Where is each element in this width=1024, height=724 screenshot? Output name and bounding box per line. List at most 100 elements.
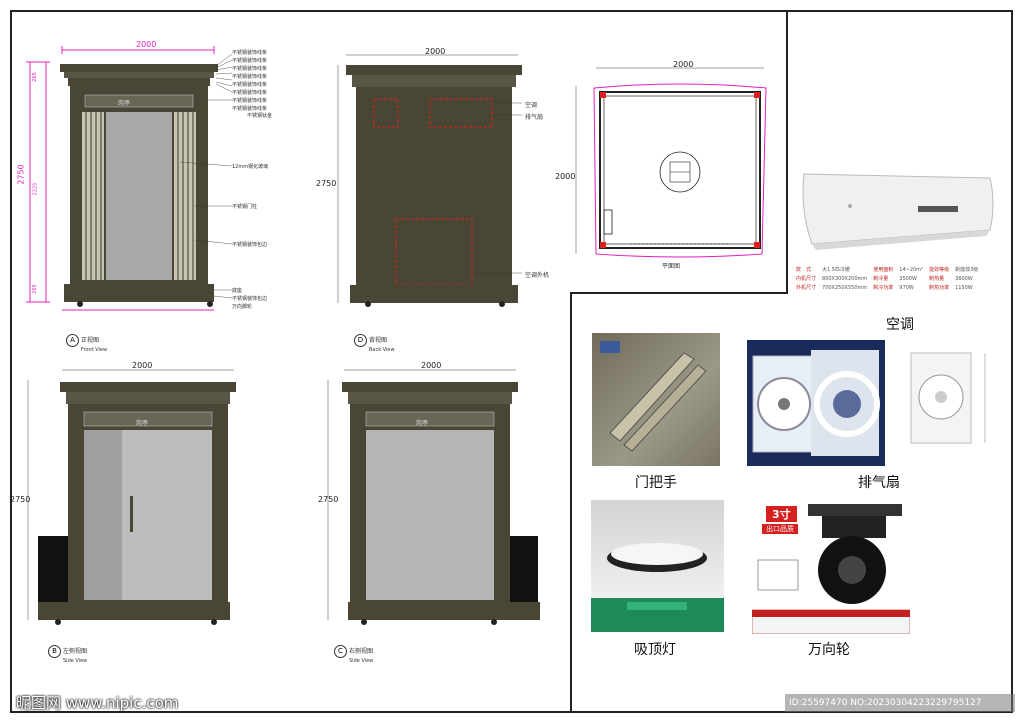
spec-value: 新能效3级 <box>955 267 979 273</box>
front-sign: 岗亭 <box>118 100 131 107</box>
callout: 不锈钢装饰包边 <box>232 242 268 248</box>
caption-letter: D <box>354 334 367 347</box>
callout: 不锈钢装饰线条 <box>232 106 268 112</box>
ac-unit-image <box>802 173 994 250</box>
callout: 不锈钢装饰包边 <box>232 296 268 302</box>
callout-fan: 排气扇 <box>525 114 544 121</box>
spec-key: 内机尺寸 <box>796 276 817 282</box>
plan-width-dim: 2000 <box>673 60 694 69</box>
caption-en: Side View <box>349 658 374 664</box>
handle-label: 门把手 <box>635 475 677 491</box>
table-row: 内机尺寸 800X300X200mm 制冷量 3500W 制热量 3800W <box>793 274 981 283</box>
spec-key: 款 式 <box>796 267 812 273</box>
spec-value: 大1.5匹冷暖 <box>822 267 850 273</box>
caption-cn: 正视图 <box>81 337 100 344</box>
spec-value: 800X300X200mm <box>822 275 868 282</box>
caption-letter: A <box>66 334 79 347</box>
light-image <box>591 543 724 632</box>
callout: 不锈钢门柱 <box>232 204 258 210</box>
wheel-sub-badge: 出口品质 <box>762 524 798 534</box>
front-inner-dim: 2225 <box>32 182 39 196</box>
front-callouts: 不锈钢装饰线条 不锈钢装饰线条 不锈钢装饰线条 不锈钢装饰线条 不锈钢装饰线条 … <box>232 49 267 113</box>
front-bottom-dim: 265 <box>31 284 38 294</box>
plan-height-dim: 2000 <box>555 172 576 181</box>
side-right-sign: 岗亭 <box>416 420 429 427</box>
ac-spec-table: 款 式 大1.5匹冷暖 使用面积 14~20m² 能效等级 新能效3级 内机尺寸… <box>793 265 981 292</box>
caption-cn: 背视图 <box>369 337 388 344</box>
spec-value: 700X250X550mm <box>822 284 868 291</box>
callout: 不锈钢装饰线条 <box>232 82 268 88</box>
spec-key: 制冷功率 <box>873 285 894 291</box>
side-left-height-dim: 2750 <box>10 495 31 504</box>
callout: 不锈钢装饰线条 <box>232 58 268 64</box>
spec-key: 制热功率 <box>929 285 950 291</box>
side-left-sign: 岗亭 <box>136 420 149 427</box>
fan-dimension-photo <box>893 335 1003 461</box>
divider-horizontal <box>570 292 788 294</box>
front-width-dim: 2000 <box>136 40 157 49</box>
fan-dimension-image <box>910 352 986 444</box>
wheel-photo: 3寸 出口品质 <box>752 500 910 634</box>
spec-key: 外机尺寸 <box>796 285 817 291</box>
side-right-height-dim: 2750 <box>318 495 339 504</box>
callout-ac-unit: 空调外机 <box>525 272 550 279</box>
watermark-site: 昵图网 www.nipic.com <box>16 694 179 712</box>
callout: 不锈钢装饰线条 <box>232 66 268 72</box>
spec-key: 能效等级 <box>929 267 950 273</box>
fan-photo <box>747 340 885 466</box>
light-label: 吸顶灯 <box>634 642 676 658</box>
spec-key: 制冷量 <box>873 276 889 282</box>
caption-cn: 右侧视图 <box>349 648 374 655</box>
table-row: 款 式 大1.5匹冷暖 使用面积 14~20m² 能效等级 新能效3级 <box>793 265 981 274</box>
handle-image <box>600 341 707 452</box>
plan-caption: 平面图 <box>662 263 681 270</box>
callout: 万向脚轮 <box>232 304 253 310</box>
callout: 不锈钢装饰线条 <box>232 90 268 96</box>
divider-vertical-bottom <box>570 292 572 713</box>
plan-view-drawing <box>575 67 767 258</box>
callout: 12mm钢化玻璃 <box>232 164 269 170</box>
spec-value: 1150W <box>955 284 973 291</box>
handle-photo <box>592 333 720 466</box>
callout: 不锈钢装饰线条 <box>232 98 268 104</box>
spec-value: 970W <box>899 284 914 291</box>
wheel-badge: 3寸 <box>766 506 797 522</box>
caption-letter: B <box>48 645 61 658</box>
callout: 不锈钢装饰线条 <box>232 74 268 80</box>
light-photo <box>591 500 724 632</box>
callout: 底座 <box>232 288 243 294</box>
spec-value: 3500W <box>899 275 917 282</box>
wheel-label: 万向轮 <box>808 642 850 658</box>
side-left-drawing <box>27 369 236 625</box>
back-height-dim: 2750 <box>316 179 337 188</box>
side-left-width-dim: 2000 <box>132 361 153 370</box>
sheet-border <box>10 10 1013 713</box>
side-right-drawing <box>327 369 540 625</box>
ac-label: 空调 <box>886 317 914 333</box>
callout: 不锈钢钛金 <box>247 113 273 119</box>
spec-key: 使用面积 <box>873 267 894 273</box>
caption-en: Front View <box>81 347 108 353</box>
spec-value: 3800W <box>955 275 973 282</box>
caption-cn: 左侧视图 <box>63 648 88 655</box>
caption-en: Side View <box>63 658 88 664</box>
fan-label: 排气扇 <box>858 475 900 491</box>
callout-ac: 空调 <box>525 102 538 109</box>
fan-image <box>752 350 880 456</box>
side-right-width-dim: 2000 <box>421 361 442 370</box>
caption-letter: C <box>334 645 347 658</box>
divider-vertical-top <box>786 10 788 292</box>
spec-key: 制热量 <box>929 276 945 282</box>
front-height-dim: 2750 <box>16 164 26 185</box>
wheel-image <box>752 504 910 634</box>
spec-value: 14~20m² <box>899 266 924 273</box>
front-view-drawing <box>26 46 233 311</box>
callout: 不锈钢装饰线条 <box>232 50 268 56</box>
back-width-dim: 2000 <box>425 47 446 56</box>
front-top-dim: 265 <box>31 72 38 82</box>
caption-en: Back View <box>369 347 395 353</box>
